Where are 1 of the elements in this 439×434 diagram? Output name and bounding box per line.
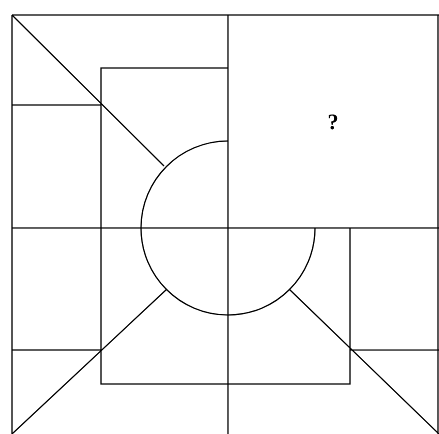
question-mark: ? [328, 114, 338, 130]
